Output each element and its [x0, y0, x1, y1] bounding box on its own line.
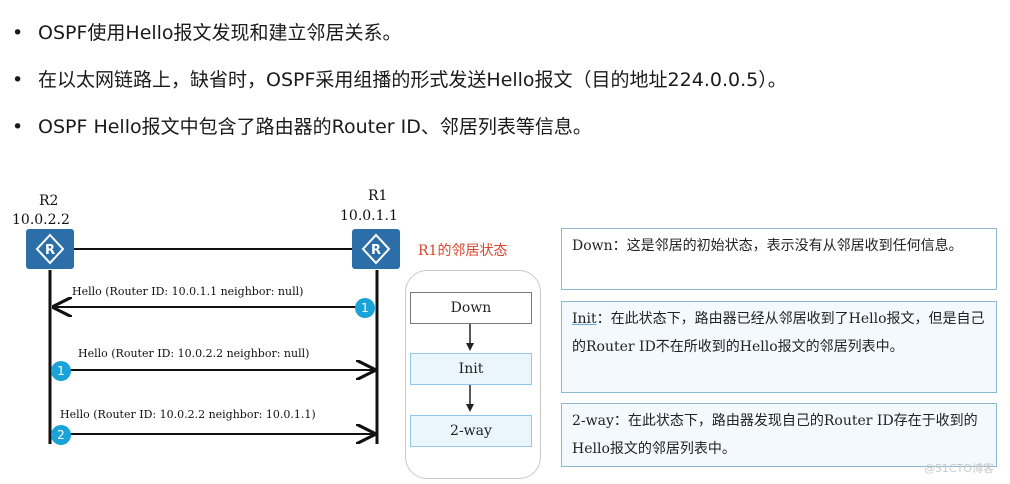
state-arrows	[466, 324, 474, 412]
r2-name: R2	[39, 193, 59, 209]
bullet-marker: •	[12, 22, 24, 44]
bullet-text: OSPF Hello报文中包含了路由器的Router ID、邻居列表等信息。	[38, 116, 592, 138]
desc-2way: 2-way：在此状态下，路由器发现自己的Router ID存在于收到的Hello…	[561, 403, 997, 467]
step-badge: 1	[355, 298, 375, 318]
svg-text:R: R	[371, 243, 381, 258]
desc-term: Down	[572, 238, 613, 254]
desc-text: ：在此状态下，路由器已经从邻居收到了Hello报文，但是自己的Router ID…	[572, 311, 985, 355]
r2-ip: 10.0.2.2	[12, 212, 70, 228]
desc-down: Down：这是邻居的初始状态，表示没有从邻居收到任何信息。	[561, 228, 997, 290]
state-2way: 2-way	[410, 415, 532, 447]
bullet-item: • OSPF Hello报文中包含了路由器的Router ID、邻居列表等信息。	[12, 112, 592, 139]
message-label: Hello (Router ID: 10.0.1.1 neighbor: nul…	[72, 285, 304, 298]
desc-text: ：这是邻居的初始状态，表示没有从邻居收到任何信息。	[612, 238, 963, 254]
bullet-text: OSPF使用Hello报文发现和建立邻居关系。	[38, 22, 402, 44]
bullet-text: 在以太网链路上，缺省时，OSPF采用组播的形式发送Hello报文（目的地址224…	[38, 69, 787, 91]
message-label: Hello (Router ID: 10.0.2.2 neighbor: nul…	[78, 347, 310, 360]
sequence-diagram	[48, 248, 379, 444]
desc-term: Init	[572, 311, 597, 327]
state-panel-title: R1的邻居状态	[418, 243, 508, 259]
message-label: Hello (Router ID: 10.0.2.2 neighbor: 10.…	[60, 408, 316, 421]
r1-name: R1	[368, 188, 388, 204]
state-init: Init	[410, 353, 532, 385]
step-badge: 2	[51, 425, 71, 445]
state-down: Down	[410, 292, 532, 324]
step-badge: 1	[51, 361, 71, 381]
bullet-item: • 在以太网链路上，缺省时，OSPF采用组播的形式发送Hello报文（目的地址22…	[12, 65, 787, 92]
watermark: @51CTO博客	[923, 462, 994, 475]
desc-term: 2-way	[572, 413, 614, 429]
bullet-marker: •	[12, 116, 24, 138]
svg-text:R: R	[45, 243, 55, 258]
desc-init: Init：在此状态下，路由器已经从邻居收到了Hello报文，但是自己的Route…	[561, 301, 997, 393]
r1-ip: 10.0.1.1	[340, 208, 398, 224]
desc-text: ：在此状态下，路由器发现自己的Router ID存在于收到的Hello报文的邻居…	[572, 413, 978, 457]
bullet-marker: •	[12, 69, 24, 91]
bullet-item: • OSPF使用Hello报文发现和建立邻居关系。	[12, 18, 402, 45]
r1-router-icon: R	[352, 229, 400, 269]
r2-router-icon: R	[26, 229, 74, 269]
